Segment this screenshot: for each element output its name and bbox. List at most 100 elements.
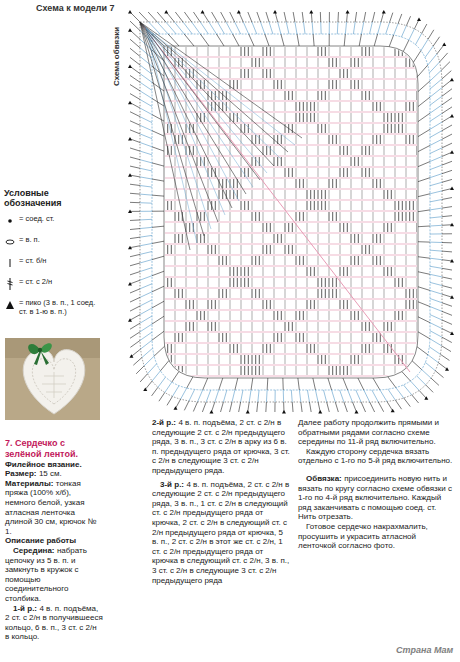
stitch-post: [430, 122, 442, 129]
chain-line: [362, 211, 373, 212]
stitch-post: [257, 12, 261, 22]
filet-post: [233, 80, 234, 89]
chain-line: [197, 211, 208, 212]
chain-line: [329, 211, 340, 212]
chain-line: [296, 189, 307, 190]
filet-post: [406, 179, 407, 188]
filet-post: [406, 124, 407, 133]
filet-post: [406, 256, 407, 265]
chain-line: [318, 68, 329, 69]
filet-post: [197, 278, 198, 287]
filet-post: [402, 124, 403, 133]
filet-post: [395, 212, 396, 221]
filet-post: [314, 300, 315, 309]
chain-line: [263, 332, 274, 333]
filet-post: [222, 256, 223, 265]
filet-post: [406, 355, 407, 364]
filet-post: [263, 322, 264, 331]
chain-line: [384, 101, 395, 102]
chain-line: [186, 354, 197, 355]
filet-post: [186, 212, 187, 221]
filet-post: [362, 300, 363, 309]
chain-line: [285, 189, 296, 190]
filet-post: [263, 256, 264, 265]
stitch-post: [442, 71, 451, 79]
chain-line: [274, 211, 285, 212]
stitch-post: [353, 22, 355, 34]
filet-post: [362, 366, 363, 375]
filet-post: [175, 47, 176, 56]
chain-line: [329, 255, 340, 256]
filet-post: [274, 344, 275, 353]
filet-post: [351, 69, 352, 78]
stitch-post: [430, 113, 442, 121]
filet-post: [329, 157, 330, 166]
filet-post: [325, 91, 326, 100]
chain-line: [307, 68, 318, 69]
chain-line: [307, 343, 318, 344]
chain-line: [329, 167, 340, 168]
filet-post: [266, 146, 267, 155]
chain-line: [318, 145, 329, 146]
chain-line: [296, 222, 307, 223]
chain-line: [208, 167, 219, 168]
chain-line: [417, 79, 428, 80]
filet-post: [325, 124, 326, 133]
filet-post: [167, 124, 168, 133]
chain-line: [329, 244, 340, 245]
chain-line: [329, 310, 340, 311]
chain-line: [351, 145, 362, 146]
filet-post: [395, 124, 396, 133]
chain-line: [362, 255, 373, 256]
filet-post: [208, 311, 209, 320]
chain-line: [274, 189, 285, 190]
chain-line: [230, 277, 241, 278]
filet-post: [211, 168, 212, 177]
chain-line: [241, 354, 252, 355]
chain-line: [230, 189, 241, 190]
filet-post: [351, 58, 352, 67]
chain-line: [285, 57, 296, 58]
filet-post: [197, 366, 198, 375]
chain-line: [208, 244, 219, 245]
chain-line: [329, 101, 340, 102]
filet-post: [362, 333, 363, 342]
filet-post: [380, 135, 381, 144]
chain-line: [384, 200, 395, 201]
filet-post: [285, 333, 286, 342]
chain-line: [373, 310, 384, 311]
filet-post: [175, 278, 176, 287]
chain-line: [373, 189, 384, 190]
stitch-post: [193, 12, 200, 22]
chain-line: [395, 321, 406, 322]
filet-post: [164, 355, 165, 364]
chain-line: [384, 233, 395, 234]
filet-post: [274, 146, 275, 155]
filet-post: [259, 355, 260, 364]
chain-line: [241, 233, 252, 234]
filet-post: [417, 135, 418, 144]
filet-post: [255, 289, 256, 298]
filet-post: [395, 80, 396, 89]
filet-post: [354, 80, 355, 89]
chain-line: [230, 255, 241, 256]
chain-line: [406, 222, 417, 223]
filet-post: [285, 267, 286, 276]
chain-line: [241, 288, 252, 289]
chain-line: [230, 365, 241, 366]
filet-post: [285, 179, 286, 188]
chain-line: [164, 145, 175, 146]
filet-post: [241, 201, 242, 210]
stitch-post: [183, 22, 192, 34]
filet-post: [351, 179, 352, 188]
chain-line: [197, 255, 208, 256]
filet-post: [384, 201, 385, 210]
filet-post: [321, 355, 322, 364]
filet-post: [263, 47, 264, 56]
filet-post: [373, 69, 374, 78]
filet-post: [197, 256, 198, 265]
stitch-post: [226, 22, 233, 34]
chain-line: [186, 178, 197, 179]
stitch-post: [442, 98, 452, 105]
filet-post: [325, 355, 326, 364]
